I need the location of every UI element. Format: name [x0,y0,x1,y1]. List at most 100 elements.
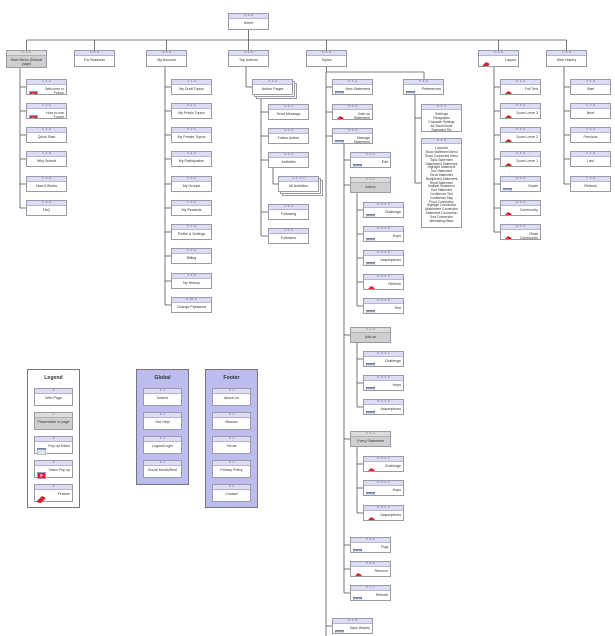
option-line: Show Connected Menu [424,154,459,158]
node-label: Web History [556,58,577,62]
node-label: Manage Statement [353,136,370,144]
item-number: 0 [35,389,72,394]
item-label: Mission [225,420,238,424]
option-line: Attachment Connection [424,207,459,212]
node-label: Assumptions [380,513,401,517]
feature-pencil-icon [503,133,512,142]
video-popup-icon [29,109,38,118]
node-label: Profile & Settings [177,232,206,236]
node-number: 3.4.0 [172,152,211,157]
node-number: 5.3.3.1 [364,352,403,357]
item-number: G.2 [144,413,181,418]
node-label: Follow Author [277,136,300,140]
item-label: Placeholder to page [37,420,70,424]
node-label: Assumptions [380,258,401,262]
item-number: F.1 [213,389,250,394]
node-label: Layouts [435,146,448,150]
option-line: Highlight Statement [427,165,456,170]
node-number: 1.6.0 [27,201,66,206]
node-number: 6.6.0 [501,201,540,206]
feature-pencil-icon [503,109,512,118]
node-label: My Rewards [181,208,202,212]
node-number: 3.7.0 [172,225,211,230]
node-number: 5.2.0 [333,105,372,110]
node-number: 7.2.0 [571,104,610,109]
option-line: Multiple Statement [428,184,455,189]
node-number: 5.3.2.5 [364,299,403,304]
node-label: Followers [280,236,297,240]
node-number: 6.4.0 [501,152,540,157]
node-label: New Statement [345,87,370,91]
node-label: Hops [392,488,401,492]
node-label: Previous [583,135,598,139]
node-number: 3.10.0 [172,298,211,303]
node-number: 6.2.0 [501,104,540,109]
option-line: Scroll Statement [429,172,454,177]
node-number: 5.3.2.4 [364,275,403,280]
node-label: Top Authors [239,58,258,62]
node-label: Rebuild [375,593,388,597]
option-line: Statement Connection [425,210,458,215]
node-label: How to use Forum [46,111,64,119]
node-label: My Private Topics [177,135,206,139]
popup-editor-icon [365,304,376,313]
node-label: FAQ [42,208,51,212]
node-number: 4.0.0 [229,51,268,56]
item-number: F.4 [213,461,250,466]
node-number: 5.5.1 [422,105,461,110]
item-number: F.5 [213,485,250,490]
item-label: Pop up Editor [48,444,70,448]
node-label: For Business [84,58,105,62]
node-number: 3.1.0 [172,80,211,85]
option-line: Confidence Text [430,191,453,196]
option-line: Use Statement [430,169,453,174]
node-number: 1.3.0 [27,128,66,133]
node-label: My Draft Topics [179,87,204,91]
option-line: Read Statement [429,180,454,185]
popup-editor-icon [334,624,345,633]
node-label: All Activities [289,184,308,188]
item-number: F.2 [213,413,250,418]
node-label: Change Password [176,305,207,309]
item-label: Search [156,396,169,400]
node-label: Challenge [384,464,401,468]
node-label: Refresh [388,282,401,286]
popup-editor-icon [352,158,363,167]
node-label: My Participation [178,159,205,163]
popup-editor-icon [334,85,345,94]
node-number: 6.3.0 [501,128,540,133]
node-label: How it Works [35,184,58,188]
node-number: 7.0.0 [547,51,586,56]
node-label: Following [280,212,297,216]
node-number: 1.1.0 [27,80,66,85]
item-number: 0 [35,485,72,490]
node-number: 5.3.4 [351,432,390,437]
node-label: Zoom Level 1 [516,159,538,163]
node-number: 4.1.5 [269,229,308,234]
node-number: 4.1.4 [269,205,308,210]
